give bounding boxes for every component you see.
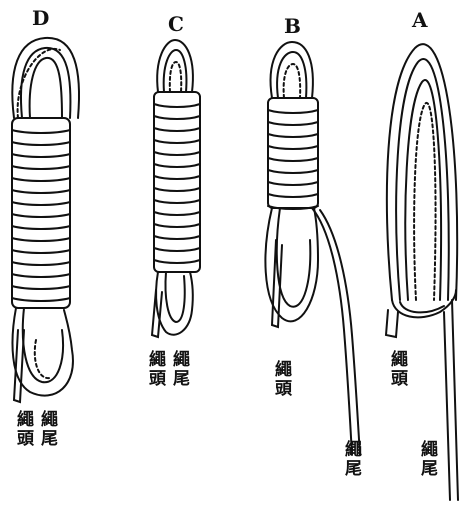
rope-wrap-band xyxy=(154,176,200,179)
rope-coil-d xyxy=(12,38,79,402)
rope-wrap-band xyxy=(12,202,70,205)
rope-wrap-band xyxy=(154,212,200,215)
rope-wrap-band xyxy=(12,178,70,181)
rope-wrap-band xyxy=(154,200,200,203)
rope-wrap-band xyxy=(268,158,318,161)
rope-wrap-band xyxy=(154,224,200,227)
coil-c-rope-head-label: 繩頭 xyxy=(146,350,163,388)
rope-wrap-band xyxy=(154,140,200,143)
coil-a-rope-tail-label: 繩尾 xyxy=(418,440,435,478)
rope-wrap-band xyxy=(12,262,70,265)
rope-wrap-band xyxy=(12,214,70,217)
rope-wrap-band xyxy=(154,248,200,251)
rope-coil-a xyxy=(386,44,458,500)
coil-d-rope-tail-label: 繩尾 xyxy=(38,410,55,448)
rope-wrap-band xyxy=(268,146,318,149)
rope-wrap-band xyxy=(154,236,200,239)
rope-wrap-band xyxy=(268,134,318,137)
rope-wrap-band xyxy=(12,250,70,253)
coil-a-letter: A xyxy=(412,8,428,32)
rope-wrap-band xyxy=(12,286,70,289)
coil-d-letter: D xyxy=(32,6,49,30)
rope-wrap-band xyxy=(12,226,70,229)
rope-wrap-band xyxy=(12,130,70,133)
rope-wrap-band xyxy=(268,194,318,197)
rope-wrap-band xyxy=(154,104,200,107)
rope-wrap-band xyxy=(12,142,70,145)
coil-c-rope-tail-label: 繩尾 xyxy=(170,350,187,388)
rope-wrap-band xyxy=(154,152,200,155)
rope-wrap-band xyxy=(12,166,70,169)
rope-wrap-band xyxy=(268,182,318,185)
rope-wrap-band xyxy=(268,122,318,125)
rope-wrap-band xyxy=(154,116,200,119)
rope-wrap-band xyxy=(12,238,70,241)
rope-wrap-band xyxy=(154,164,200,167)
rope-wrap-band xyxy=(154,188,200,191)
rope-wrap-band xyxy=(154,260,200,263)
rope-wrap-band xyxy=(12,298,70,301)
coil-b-letter: B xyxy=(284,14,301,38)
rope-wrap-band xyxy=(12,274,70,277)
rope-wrap-band xyxy=(12,190,70,193)
coil-d-rope-head-label: 繩頭 xyxy=(14,410,31,448)
rope-wrap-band xyxy=(12,154,70,157)
coil-a-rope-head-label: 繩頭 xyxy=(388,350,405,388)
rope-wrap-band xyxy=(268,170,318,173)
rope-coil-c xyxy=(152,40,200,337)
coil-c-letter: C xyxy=(168,12,184,36)
rope-wrap-band xyxy=(154,128,200,131)
coil-b-rope-tail-label: 繩尾 xyxy=(342,440,359,478)
coil-b-rope-head-label: 繩頭 xyxy=(272,360,289,398)
rope-wrap-band xyxy=(268,110,318,113)
